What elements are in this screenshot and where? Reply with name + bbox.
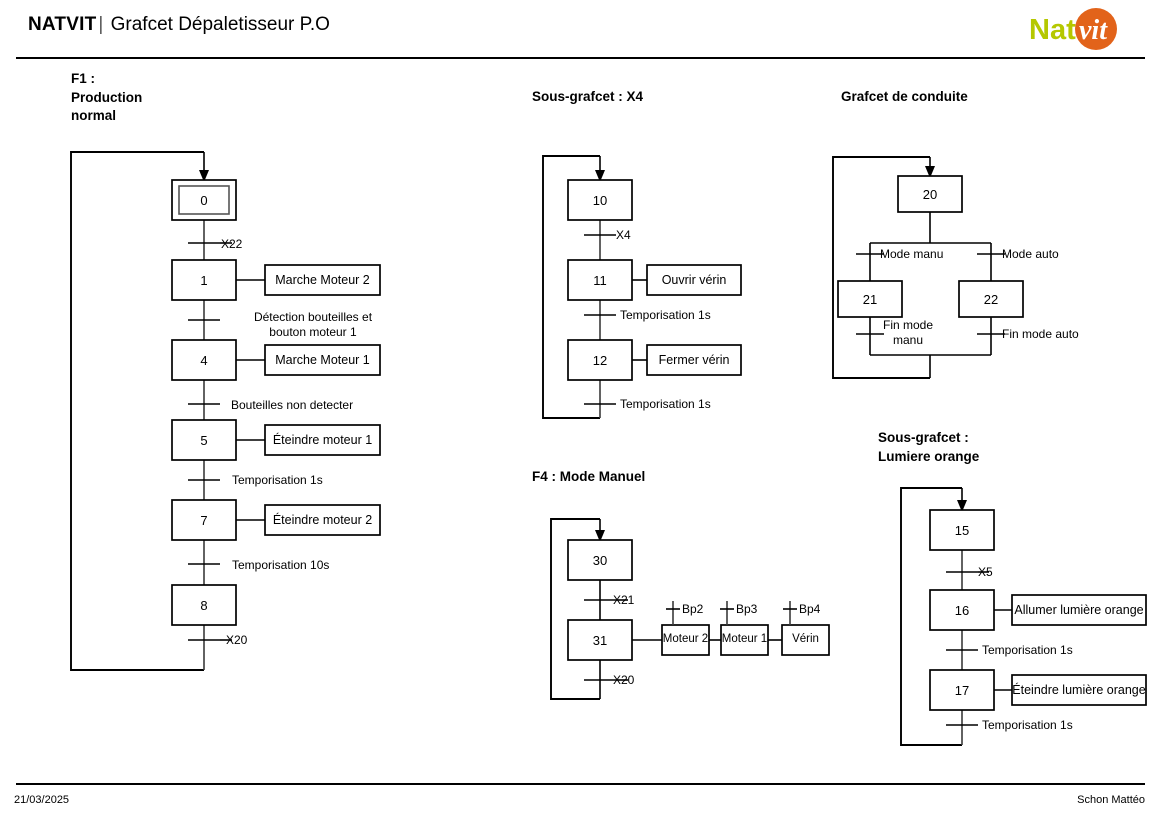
logo-circle (1075, 8, 1117, 50)
manuel-action-label-1: Moteur 1 (721, 633, 768, 645)
x4-transition-label-1: X4 (616, 228, 631, 242)
header-divider (16, 57, 1145, 59)
section-title-manuel: F4 : Mode Manuel (532, 469, 646, 484)
f1-transition-label-6: X20 (226, 633, 248, 647)
f1-action-label-5: Éteindre moteur 1 (272, 433, 373, 447)
conduite-transition-label-fin-auto: Fin mode auto (1002, 327, 1079, 341)
conduite-step-21-label: 21 (862, 292, 878, 307)
f1-action-label-4: Marche Moteur 1 (275, 353, 370, 367)
f1-action-label-7: Éteindre moteur 2 (272, 513, 373, 527)
footer-date: 21/03/2025 (14, 794, 70, 806)
f1-transition-label-4: Temporisation 1s (232, 473, 323, 487)
x4-action-label-12: Fermer vérin (658, 353, 730, 367)
manuel-loop-rail (550, 518, 600, 700)
f1-step-7-label: 7 (200, 513, 208, 528)
lumiere-step-15-label: 15 (954, 523, 970, 538)
manuel-condition-label-1: Bp3 (736, 602, 758, 616)
f1-entry-arrow (199, 170, 209, 182)
manuel-condition-label-2: Bp4 (799, 602, 821, 616)
x4-step-10-label: 10 (592, 193, 608, 208)
manuel-transition-label-1: X21 (613, 593, 635, 607)
lumiere-action-label-17: Éteindre lumière orange (1012, 683, 1146, 697)
lumiere-entry-arrow (957, 500, 967, 512)
manuel-entry-arrow (595, 530, 605, 542)
f1-step-1-label: 1 (200, 273, 208, 288)
lumiere-step-17-label: 17 (954, 683, 970, 698)
manuel-action-label-0: Moteur 2 (662, 633, 709, 645)
x4-step-11-label: 11 (593, 273, 607, 288)
conduite-transition-label-auto: Mode auto (1002, 247, 1059, 261)
f1-step-5-label: 5 (200, 433, 208, 448)
section-title-x4: Sous-grafcet : X4 (532, 89, 644, 104)
f1-step-8-label: 8 (200, 598, 208, 613)
logo-text-vit: vit (1079, 15, 1108, 46)
section-title-conduite: Grafcet de conduite (841, 89, 968, 104)
x4-transition-label-3: Temporisation 1s (620, 397, 711, 411)
section-title-f1: F1 : Production normal (71, 71, 143, 123)
manuel-step-30-label: 30 (592, 553, 608, 568)
page-title: NATVIT| Grafcet Dépaletisseur P.O (28, 14, 330, 36)
conduite-step-20-label: 20 (922, 187, 938, 202)
natvit-logo: Nat vit (1011, 6, 1139, 52)
conduite-transition-label-manu: Mode manu (880, 247, 944, 261)
lumiere-transition-label-3: Temporisation 1s (982, 718, 1073, 732)
logo-text-nat: Nat (1029, 14, 1076, 46)
f1-loop-rail (70, 151, 204, 671)
manuel-step-31-label: 31 (592, 633, 608, 648)
f1-step-0-label: 0 (200, 193, 208, 208)
f1-transition-label-3: Bouteilles non detecter (231, 398, 354, 412)
f1-action-label-1: Marche Moteur 2 (275, 273, 370, 287)
x4-action-label-11: Ouvrir vérin (661, 273, 727, 287)
f1-transition-label-5: Temporisation 10s (232, 558, 330, 572)
footer-divider (16, 783, 1145, 785)
page-header: NATVIT| Grafcet Dépaletisseur P.O Nat vi… (0, 0, 1161, 59)
f1-transition-label-1: X22 (221, 237, 243, 251)
f1-step-4-label: 4 (200, 353, 208, 368)
lumiere-transition-label-2: Temporisation 1s (982, 643, 1073, 657)
title-separator: | (98, 14, 104, 35)
conduite-transition-label-fin-manu: Fin mode manu (882, 318, 934, 347)
conduite-entry-arrow (925, 166, 935, 178)
f1-transition-label-2: Détection bouteilles et bouton moteur 1 (253, 310, 373, 339)
manuel-transition-label-2: X20 (613, 673, 635, 687)
manuel-action-label-2: Vérin (792, 633, 819, 645)
brand-name: NATVIT (28, 14, 97, 35)
document-subtitle: Grafcet Dépaletisseur P.O (110, 14, 330, 35)
manuel-condition-label-0: Bp2 (682, 602, 704, 616)
x4-step-12-label: 12 (592, 353, 608, 368)
lumiere-action-label-16: Allumer lumière orange (1014, 603, 1144, 617)
x4-entry-arrow (595, 170, 605, 182)
lumiere-step-16-label: 16 (954, 603, 970, 618)
conduite-step-22-label: 22 (983, 292, 999, 307)
lumiere-transition-label-1: X5 (978, 565, 993, 579)
x4-transition-label-2: Temporisation 1s (620, 308, 711, 322)
footer-author: Schon Mattéo (1077, 794, 1145, 806)
section-title-lumiere: Sous-grafcet : Lumiere orange (878, 430, 980, 464)
